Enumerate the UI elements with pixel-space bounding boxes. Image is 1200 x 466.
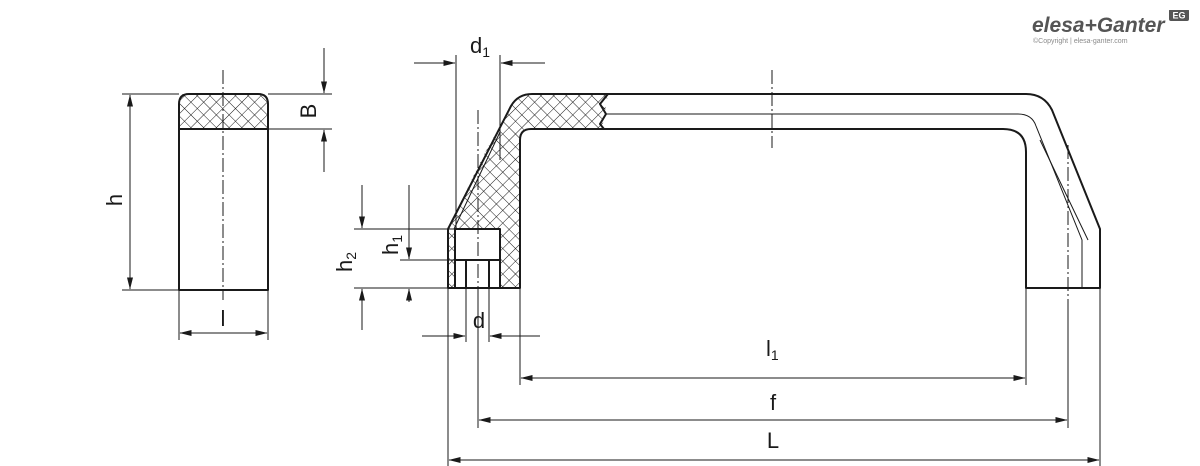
l1-label: l1 xyxy=(766,336,779,363)
side-view: h B l xyxy=(102,48,332,340)
h-label: h xyxy=(102,194,127,206)
d1-label-base: d xyxy=(470,33,482,58)
h1-label: h1 xyxy=(378,235,405,255)
front-dimensions: d1 l1 h2 h1 d xyxy=(332,33,1101,466)
h2-label-base: h xyxy=(332,260,357,272)
leg-edge-right xyxy=(1039,139,1089,241)
front-view xyxy=(447,70,1101,300)
l1-label-base: l xyxy=(766,336,771,361)
front-view-hatch xyxy=(448,94,608,288)
grip-inner-line xyxy=(606,113,1083,288)
d-label: d xyxy=(473,308,485,333)
logo-badge-text: EG xyxy=(1172,11,1185,21)
l1-label-sub: 1 xyxy=(771,347,779,363)
f-label: f xyxy=(770,390,777,415)
h2-label: h2 xyxy=(332,252,359,272)
logo-brand-text: elesa+Ganter xyxy=(1032,14,1166,37)
h2-label-sub: 2 xyxy=(343,252,359,260)
leg-edge-left xyxy=(453,131,501,230)
h1-label-sub: 1 xyxy=(389,235,405,243)
h1-label-base: h xyxy=(378,243,403,255)
logo-copyright: ©Copyright | elesa-ganter.com xyxy=(1033,37,1128,45)
logo-badge-box xyxy=(1169,10,1189,21)
d1-label-sub: 1 xyxy=(482,44,490,60)
elesa-ganter-logo: elesa+Ganter EG ©Copyright | elesa-gante… xyxy=(1032,10,1189,45)
B-label: B xyxy=(296,104,321,119)
L-label: L xyxy=(767,428,779,453)
d1-label: d1 xyxy=(470,33,490,60)
l-label: l xyxy=(221,306,226,331)
